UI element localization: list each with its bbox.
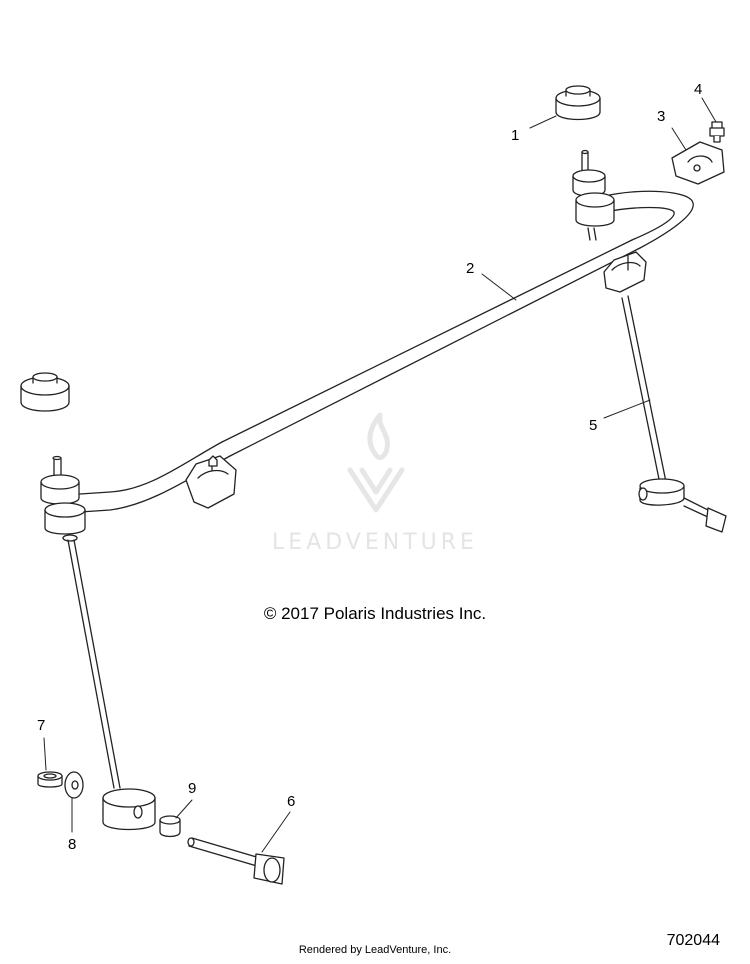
callout-8: 8: [68, 836, 77, 853]
callout-9: 9: [188, 780, 197, 797]
callout-5: 5: [589, 417, 598, 434]
callout-1: 1: [511, 127, 520, 144]
washer: [64, 771, 84, 799]
leader-lines: [43, 97, 717, 853]
sway-bar-left-end: [40, 455, 86, 542]
watermark-logo-icon: [347, 412, 405, 513]
callout-7: 7: [37, 717, 46, 734]
bushing-top-right: [555, 85, 601, 121]
link-rod-left: [67, 539, 156, 831]
callout-3: 3: [657, 108, 666, 125]
bar-clamp-left: [185, 455, 237, 509]
callout-2: 2: [466, 260, 475, 277]
sway-bar-right-end: [572, 149, 615, 241]
callout-6: 6: [287, 793, 296, 810]
sway-bar: [79, 190, 694, 513]
spacer: [159, 815, 181, 838]
render-credit: Rendered by LeadVenture, Inc.: [298, 944, 452, 956]
link-rod-right: [621, 295, 727, 533]
grease-fitting: [709, 121, 725, 143]
copyright-notice: © 2017 Polaris Industries Inc.: [263, 604, 487, 623]
watermark-text: LEADVENTURE: [272, 530, 478, 555]
bolt: [187, 837, 285, 885]
bar-clamp-right: [603, 251, 647, 293]
diagram-number: 702044: [666, 932, 720, 949]
callout-4: 4: [694, 81, 703, 98]
clamp-bracket: [671, 141, 725, 185]
bushing-left: [20, 372, 70, 412]
lock-nut: [37, 771, 63, 788]
